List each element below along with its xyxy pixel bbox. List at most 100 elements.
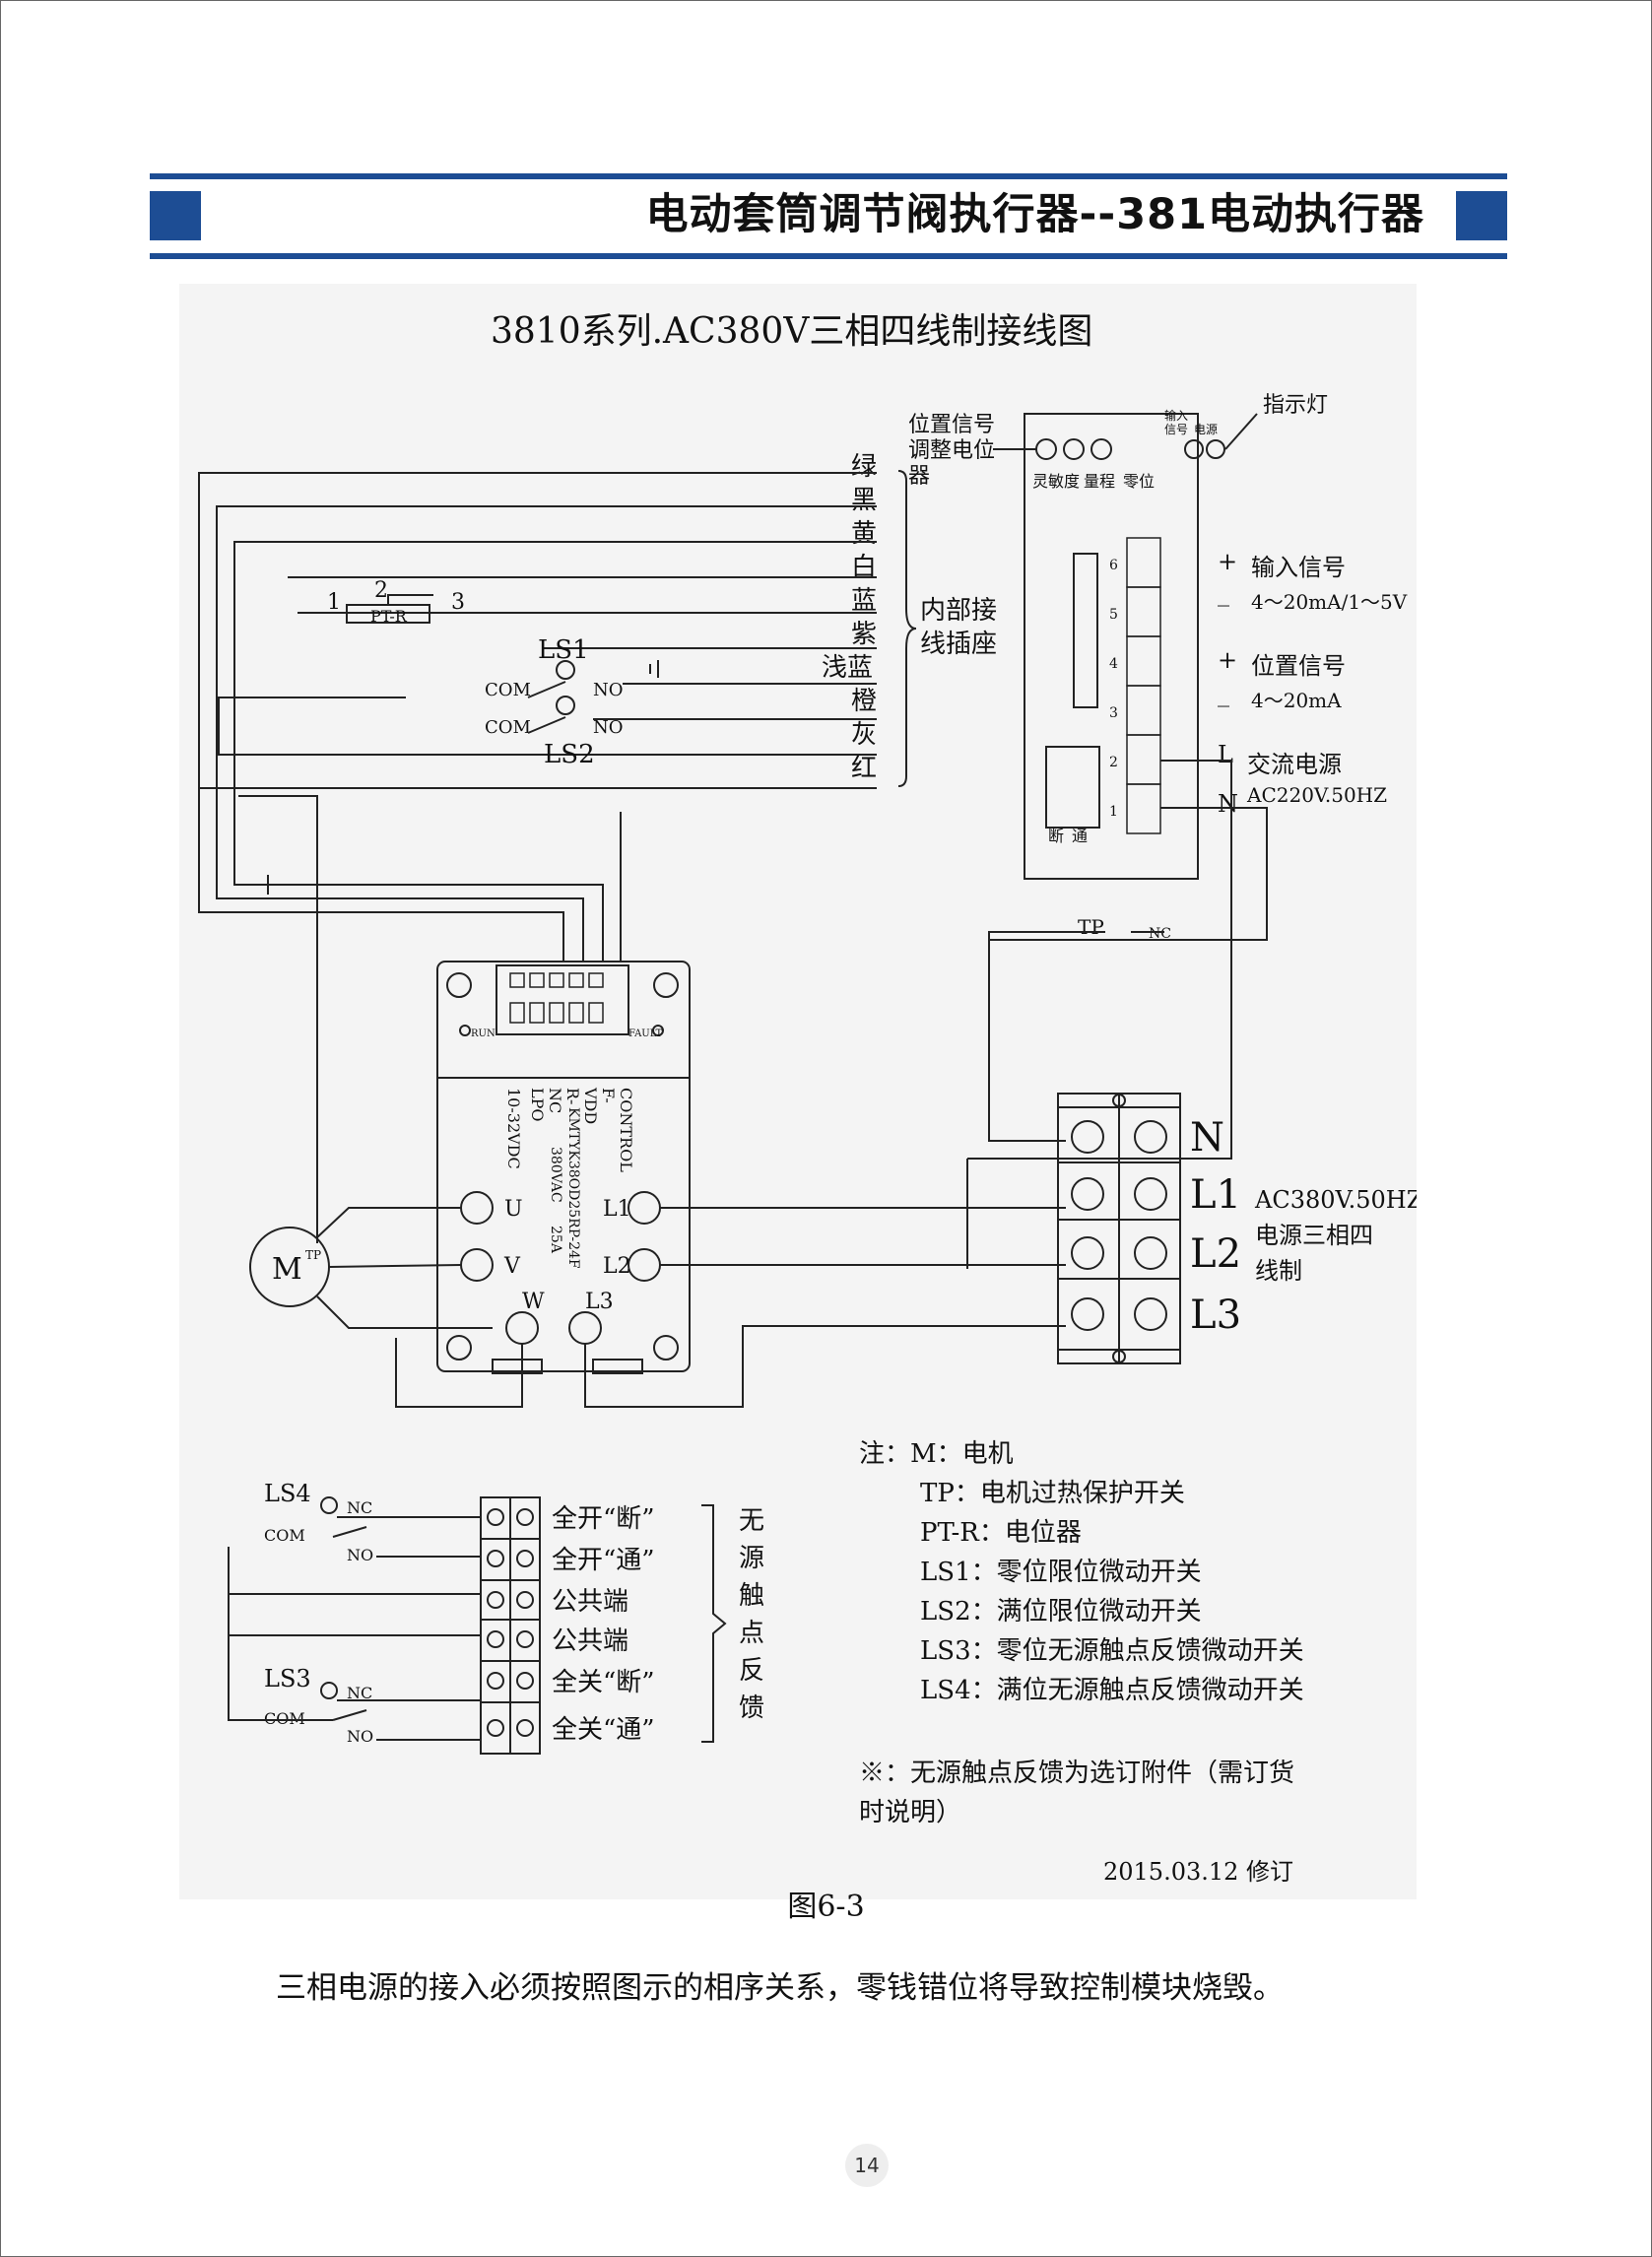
legend-note: LS4：满位无源触点反馈微动开关 bbox=[920, 1676, 1304, 1705]
ls2-com-label: COM bbox=[485, 717, 531, 738]
module-model: KMTYK38OD25RP-24F bbox=[565, 1107, 581, 1269]
legend-note: 注：M：电机 bbox=[859, 1439, 1014, 1469]
ls4-nc: NC bbox=[347, 1498, 372, 1517]
module-pin: R- bbox=[563, 1088, 582, 1104]
motor-tp-label: TP bbox=[305, 1248, 321, 1262]
mains-description: AC380V.50HZ 电源三相四 线制 bbox=[1254, 1186, 1417, 1285]
wire-brace bbox=[897, 470, 917, 787]
wire-color-label: 浅蓝 bbox=[822, 653, 873, 683]
module-terminal-label: L1 bbox=[603, 1197, 631, 1222]
position-signal-range: 4～20mA bbox=[1251, 689, 1342, 712]
ls3-com: COM bbox=[264, 1709, 305, 1728]
terminal-number: 3 bbox=[1109, 705, 1118, 721]
module-terminal-label: L2 bbox=[603, 1254, 631, 1279]
indicator-leader bbox=[1224, 413, 1258, 450]
module-pin: VDD bbox=[581, 1087, 600, 1124]
input-signal-plus: + bbox=[1218, 548, 1237, 575]
body-paragraph: 三相电源的接入必须按照图示的相序关系，零钱错位将导致控制模块烧毁。 bbox=[276, 1970, 1284, 2006]
ls1-com-label: COM bbox=[485, 680, 531, 700]
feedback-group-char: 源 bbox=[739, 1544, 764, 1573]
terminal-number: 5 bbox=[1109, 607, 1118, 623]
mains-phase-label: N bbox=[1190, 1115, 1224, 1161]
module-control-label: CONTROL bbox=[617, 1088, 635, 1172]
legend-note: TP：电机过热保护开关 bbox=[920, 1479, 1185, 1508]
internal-socket-label-line: 线插座 bbox=[920, 630, 997, 659]
pt-r-potentiometer: PT-R 1 2 3 bbox=[297, 578, 475, 626]
internal-socket-label-line: 内部接 bbox=[920, 596, 997, 626]
pot-knob-label: 灵敏度 bbox=[1032, 472, 1080, 491]
position-signal-plus: + bbox=[1218, 646, 1237, 674]
pt-r-label: PT-R bbox=[370, 607, 408, 626]
ls4-no: NO bbox=[347, 1546, 373, 1564]
header-rule-bottom bbox=[150, 253, 1507, 259]
page-number: 14 bbox=[845, 2144, 889, 2187]
header-title: 电动套筒调节阀执行器--381电动执行器 bbox=[645, 190, 1424, 239]
feedback-row-label: 全开“断” bbox=[552, 1504, 655, 1534]
ls2-label: LS2 bbox=[544, 740, 595, 769]
position-signal-name: 位置信号 bbox=[1251, 652, 1346, 680]
header-block-left bbox=[150, 191, 201, 240]
wire-color-label: 红 bbox=[851, 754, 877, 783]
diagram-title: 3810系列.AC380V三相四线制接线图 bbox=[491, 311, 1092, 352]
feedback-group-char: 反 bbox=[739, 1656, 764, 1686]
module-dc-label: 10-32VDC bbox=[504, 1088, 523, 1169]
feedback-group-char: 无 bbox=[739, 1506, 764, 1536]
tp-switch-nc: NC bbox=[1149, 926, 1171, 942]
mains-wiring bbox=[395, 1159, 1066, 1408]
ac-n-wire bbox=[988, 807, 1268, 1025]
mains-description-line: AC380V.50HZ bbox=[1254, 1186, 1417, 1214]
wire-color-label: 紫 bbox=[851, 620, 877, 649]
terminal-number: 2 bbox=[1109, 755, 1118, 770]
motor-label: M bbox=[272, 1252, 302, 1287]
diagram-background bbox=[179, 284, 1417, 1899]
motor: M TP bbox=[238, 795, 493, 1329]
module-terminal-label: L3 bbox=[585, 1290, 614, 1314]
feedback-group-char: 点 bbox=[739, 1619, 764, 1648]
pot-label: 位置信号 调整电位 器 bbox=[908, 413, 995, 489]
ls3-no: NO bbox=[347, 1727, 373, 1746]
feedback-group-char: 触 bbox=[739, 1581, 764, 1611]
ls4-com: COM bbox=[264, 1526, 305, 1545]
module-pin: LPO bbox=[528, 1088, 547, 1122]
wire-color-label: 灰 bbox=[851, 720, 877, 750]
pot-label-line: 器 bbox=[908, 464, 930, 489]
dip-label: 通 bbox=[1072, 827, 1088, 845]
ac-l-wire bbox=[967, 760, 1232, 1160]
control-board: 6 5 4 3 2 1 灵敏度 量程 零位 输入 信号 电源 断 通 bbox=[1024, 408, 1225, 880]
indicator-small-label: 信号 bbox=[1164, 423, 1188, 436]
ac-n-label: N bbox=[1218, 790, 1238, 818]
header-rule-top bbox=[150, 173, 1507, 179]
legend-note: LS2：满位限位微动开关 bbox=[920, 1597, 1202, 1626]
pt-r-pin: 2 bbox=[374, 578, 388, 603]
module-led-label: FAULT bbox=[628, 1029, 663, 1039]
figure-caption: 图6-3 bbox=[787, 1890, 865, 1924]
mains-phase-label: L3 bbox=[1190, 1293, 1241, 1338]
module-rating-current: 25A bbox=[548, 1226, 563, 1254]
dip-label: 断 bbox=[1048, 827, 1064, 845]
pot-label-line: 调整电位 bbox=[908, 438, 995, 463]
feedback-group-label: 无 源 触 点 反 馈 bbox=[739, 1506, 764, 1723]
mains-phase-label: L2 bbox=[1190, 1231, 1241, 1277]
mains-description-line: 线制 bbox=[1255, 1257, 1302, 1285]
power-module: CONTROL F- VDD R- NC LPO 10-32VDC KMTYK3… bbox=[436, 961, 691, 1374]
board-signal-labels: + _ 输入信号 4～20mA/1～5V + _ 位置信号 4～20mA L N… bbox=[1218, 548, 1408, 818]
page-header: 电动套筒调节阀执行器--381电动执行器 bbox=[150, 173, 1507, 262]
terminal-number: 4 bbox=[1109, 656, 1118, 672]
feedback-row-labels: 全开“断” 全开“通” 公共端 公共端 全关“断” 全关“通” bbox=[552, 1504, 655, 1745]
header-block-right bbox=[1456, 191, 1507, 240]
position-signal-minus: _ bbox=[1218, 680, 1229, 707]
remark-line: ※：无源触点反馈为选订附件（需订货 bbox=[859, 1759, 1294, 1788]
wire-color-label: 黑 bbox=[851, 486, 877, 515]
module-pin: F- bbox=[599, 1088, 618, 1103]
feedback-row-label: 公共端 bbox=[552, 1626, 628, 1656]
ls3-nc: NC bbox=[347, 1684, 372, 1702]
legend-note: LS3：零位无源触点反馈微动开关 bbox=[920, 1636, 1304, 1666]
legend-note: PT-R：电位器 bbox=[920, 1518, 1082, 1548]
mains-description-line: 电源三相四 bbox=[1255, 1222, 1373, 1249]
feedback-brace bbox=[701, 1504, 727, 1743]
ac-power-spec: AC220V.50HZ bbox=[1246, 783, 1387, 807]
wiring-diagram: 3810系列.AC380V三相四线制接线图 绿 黑 黄 白 蓝 紫 浅蓝 橙 灰… bbox=[179, 284, 1417, 1899]
ls3-label: LS3 bbox=[264, 1665, 311, 1693]
tp-switch: TP NC bbox=[988, 915, 1171, 942]
module-pin: NC bbox=[546, 1088, 564, 1113]
